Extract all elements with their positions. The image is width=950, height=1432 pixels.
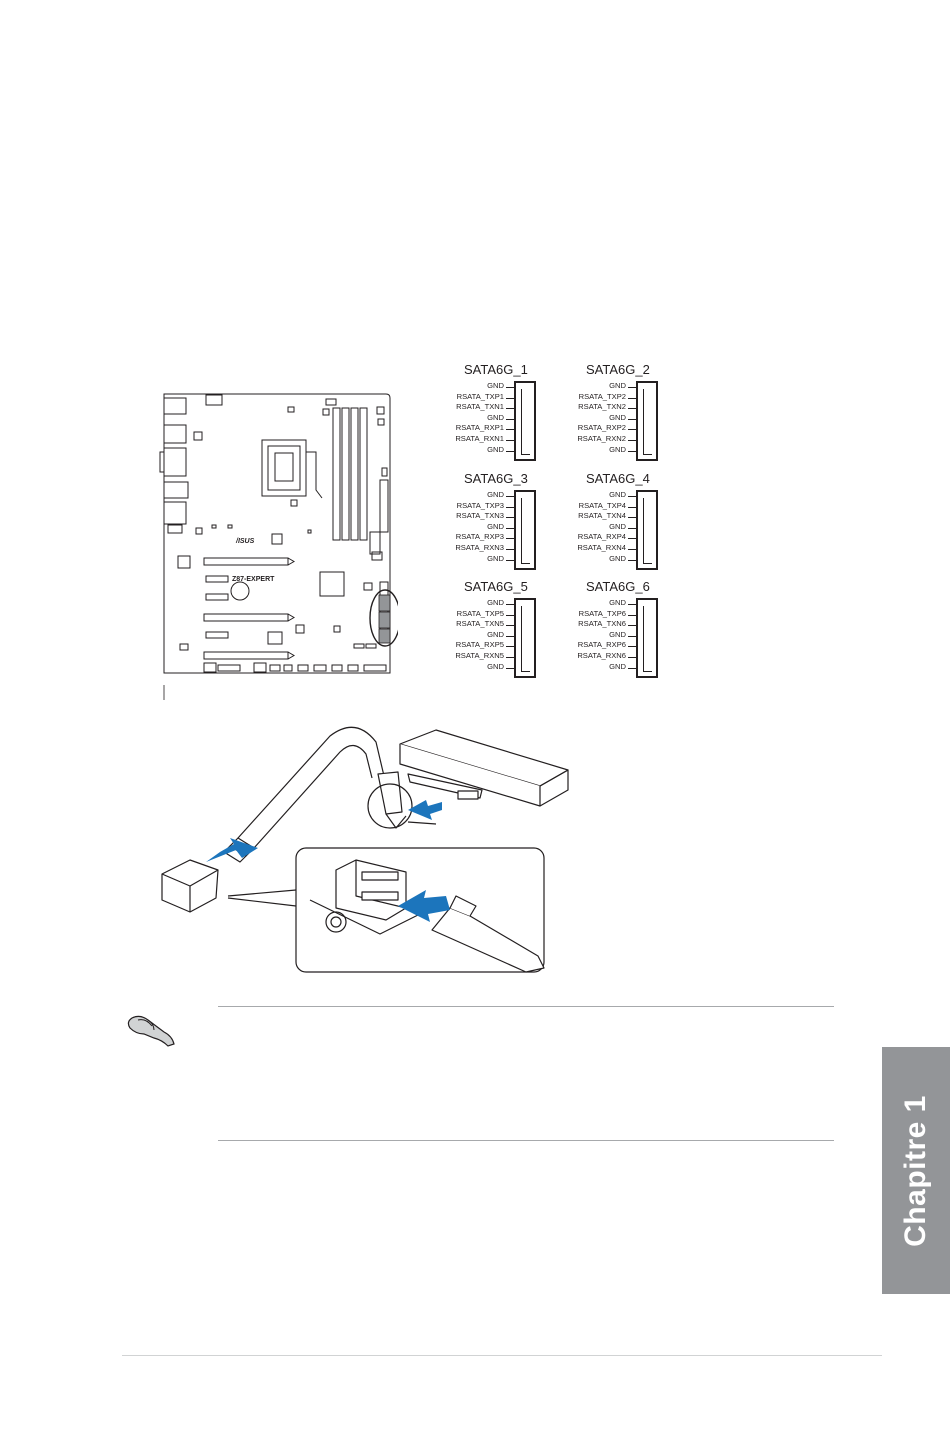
pin-label: RSATA_TXP1: [456, 391, 504, 401]
connector-body: [514, 490, 536, 570]
note-icon: [124, 1006, 180, 1050]
pin-label: RSATA_RXN4: [577, 543, 626, 552]
arrow-icon: [206, 838, 258, 862]
pin-label: GND: [487, 444, 504, 454]
connector-title: SATA6G_1: [464, 362, 528, 377]
pin-label: RSATA_RXP3: [455, 532, 504, 542]
pin-label: RSATA_RXP6: [577, 640, 626, 650]
pin-label: GND: [609, 412, 626, 422]
pin-label: GND: [487, 490, 504, 499]
pin-label: GND: [487, 598, 504, 607]
pin-label: RSATA_TXN4: [578, 511, 626, 521]
pin-label: RSATA_RXN1: [455, 434, 504, 443]
pin-label: GND: [609, 521, 626, 531]
pin-label: RSATA_RXP1: [455, 423, 504, 433]
pin-label: RSATA_TXP3: [456, 500, 504, 510]
pin-label: RSATA_TXN3: [456, 511, 504, 521]
pin-label: GND: [487, 412, 504, 422]
motherboard-diagram: /ISUS Z87-EXPERT: [158, 390, 436, 700]
model-label: Z87-EXPERT: [232, 576, 275, 583]
motherboard-outline: [159, 393, 436, 700]
pin-label: GND: [609, 598, 626, 607]
pin-label: GND: [487, 661, 504, 671]
connector-title: SATA6G_6: [586, 579, 650, 594]
arrow-icon: [398, 890, 450, 922]
pin-label: RSATA_TXP6: [578, 608, 626, 618]
footer-rule: [122, 1355, 882, 1356]
brand-label: /ISUS: [236, 538, 255, 545]
pin-label: RSATA_TXP2: [578, 391, 626, 401]
pin-label: GND: [487, 521, 504, 531]
connector-title: SATA6G_4: [586, 471, 650, 486]
connector-body: [636, 381, 658, 461]
pin-label: GND: [487, 553, 504, 563]
chapter-tab: Chapitre 1: [882, 1047, 950, 1294]
pin-label: RSATA_RXN5: [455, 651, 504, 660]
pin-label: RSATA_RXN6: [577, 651, 626, 660]
pin-label: RSATA_RXN3: [455, 543, 504, 552]
connector-title: SATA6G_3: [464, 471, 528, 486]
note-top-rule: [218, 1006, 834, 1007]
connector-body: [514, 598, 536, 678]
cable-installation-illustration: [150, 720, 580, 980]
connector-body: [636, 598, 658, 678]
pin-label: RSATA_RXN2: [577, 434, 626, 443]
pin-label: GND: [487, 381, 504, 390]
pin-label: RSATA_RXP5: [455, 640, 504, 650]
pin-label: RSATA_RXP2: [577, 423, 626, 433]
pin-label: GND: [609, 661, 626, 671]
pin-label: RSATA_TXN5: [456, 619, 504, 629]
pin-label: GND: [487, 629, 504, 639]
pin-label: RSATA_TXN6: [578, 619, 626, 629]
connector-title: SATA6G_5: [464, 579, 528, 594]
connector-body: [514, 381, 536, 461]
arrow-icon: [408, 800, 442, 820]
connector-title: SATA6G_2: [586, 362, 650, 377]
chapter-label: Chapitre 1: [899, 1094, 932, 1247]
pin-label: GND: [609, 381, 626, 390]
connector-body: [636, 490, 658, 570]
pin-label: RSATA_RXP4: [577, 532, 626, 542]
pin-label: GND: [609, 629, 626, 639]
pin-label: GND: [609, 444, 626, 454]
pin-label: GND: [609, 490, 626, 499]
pin-label: GND: [609, 553, 626, 563]
pin-label: RSATA_TXN2: [578, 402, 626, 412]
pin-label: RSATA_TXP4: [578, 500, 626, 510]
pin-label: RSATA_TXP5: [456, 608, 504, 618]
pin-label: RSATA_TXN1: [456, 402, 504, 412]
note-bottom-rule: [218, 1140, 834, 1141]
sata-cable-drawing: [161, 726, 569, 973]
